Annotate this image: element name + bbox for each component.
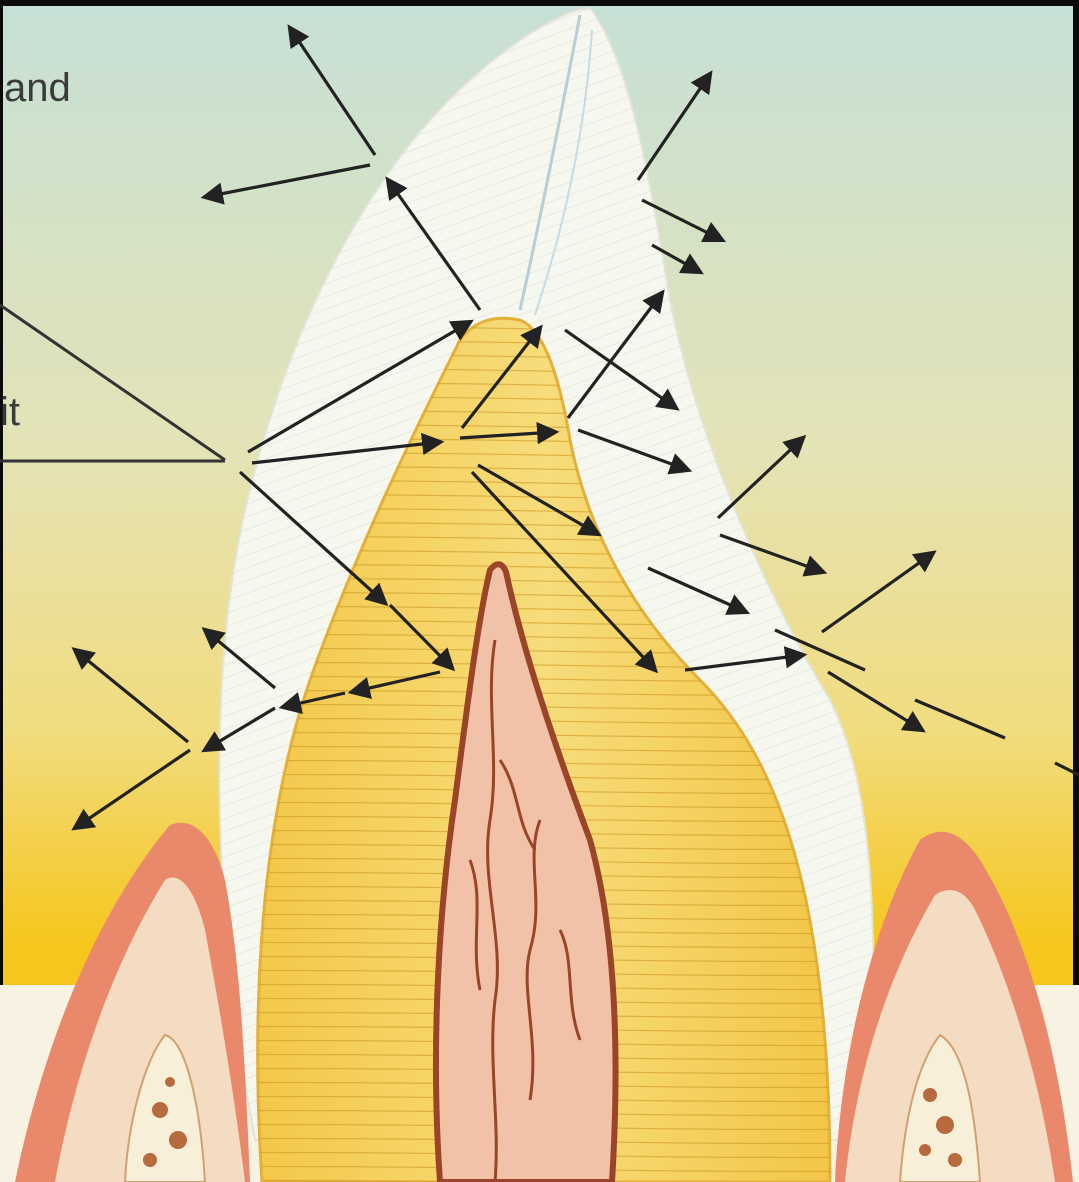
label-fragment-and: and: [4, 68, 71, 108]
black-frame-top: [0, 0, 1079, 6]
label-fragment-it: it: [0, 392, 20, 432]
